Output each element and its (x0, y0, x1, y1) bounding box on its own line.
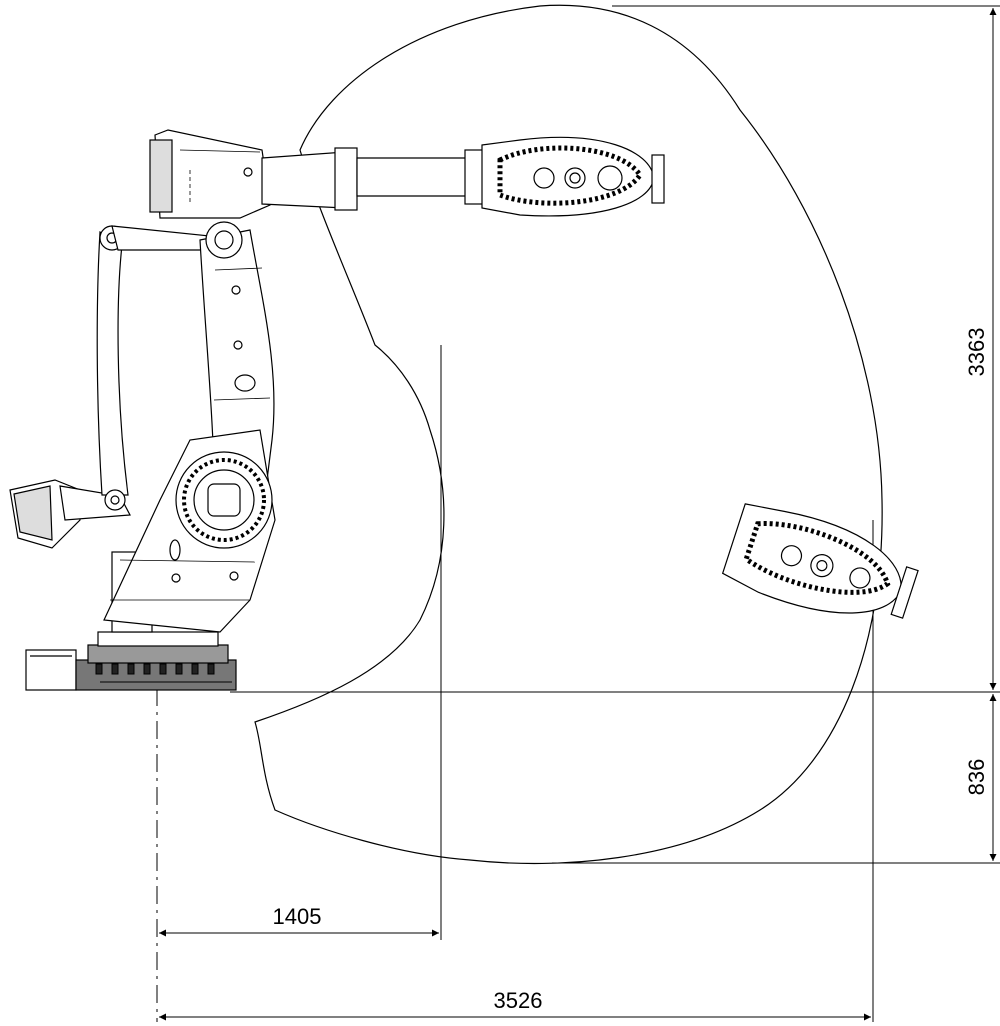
wrist-upper (481, 136, 665, 217)
dimension-label-3526: 3526 (494, 988, 543, 1013)
dimension-label-1405: 1405 (273, 904, 322, 929)
dimension-label-836: 836 (964, 759, 989, 796)
working-envelope-outline (254, 4, 883, 865)
robot-drawing (9, 129, 919, 691)
robot-base (25, 631, 237, 691)
counterweight (9, 479, 131, 549)
rear-link (96, 230, 129, 496)
arm-tube (261, 151, 346, 209)
axis2-gear (175, 451, 273, 549)
wrist-lower (721, 503, 919, 619)
upper-arm-housing (154, 129, 271, 219)
dimension-label-3363: 3363 (964, 328, 989, 377)
